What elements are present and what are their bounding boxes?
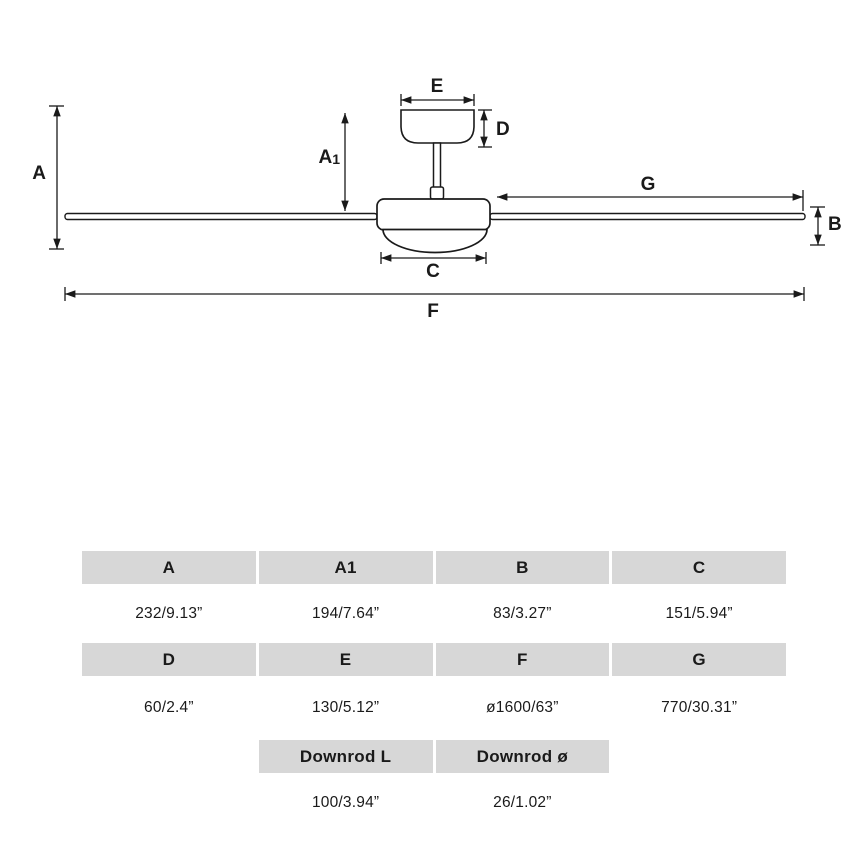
table-header-cell-c: C [612,551,786,584]
table-value-cell-e: 130/5.12” [258,676,433,740]
dimension-annotations [49,94,825,301]
table-value-cell-f: ø1600/63” [435,676,610,740]
table-value-cell-a1: 194/7.64” [258,584,433,643]
table-header-cell-a1: A1 [258,551,433,584]
fan-blade-left [64,212,378,221]
dim-label-A1: A1 [318,147,340,168]
dim-label-C: C [426,261,440,282]
ceiling-fan-drawing [64,109,806,254]
fan-motor-housing [376,198,491,231]
dim-label-E: E [431,76,444,97]
dim-label-G: G [641,174,656,195]
table-header-cell-a: A [82,551,256,584]
table-value-cell-a: 232/9.13” [82,584,256,643]
fan-blade-right [489,212,806,221]
table-header-cell-b: B [435,551,610,584]
table-header-cell-downrod-diameter: Downrod ø [435,740,610,773]
fan-canopy [400,109,475,144]
fan-downrod-collar [429,186,445,200]
table-value-cell-downrod-diameter: 26/1.02” [435,773,610,833]
table-value-cell-d: 60/2.4” [82,676,256,740]
table-header-cell-g: G [612,643,786,676]
table-value-cell-c: 151/5.94” [612,584,786,643]
fan-diagram-svg: E D A1 A G B C F [32,76,841,322]
table-header-cell-e: E [258,643,433,676]
table-value-cell-g: 770/30.31” [612,676,786,740]
table-header-cell-f: F [435,643,610,676]
dim-label-A: A [32,163,46,184]
fan-dimension-diagram: E D A1 A G B C F [0,0,868,330]
fan-light-dome [382,228,488,254]
table-value-cell-b: 83/3.27” [435,584,610,643]
spec-table: A A1 B C 232/9.13” 194/7.64” 83/3.27” 15… [82,551,786,833]
dimension-labels: E D A1 A G B C F [32,76,841,322]
dim-label-F: F [427,301,439,322]
dim-label-D: D [496,119,510,140]
table-value-cell-downrod-l: 100/3.94” [258,773,433,833]
table-header-cell-d: D [82,643,256,676]
dim-label-B: B [828,214,842,235]
table-header-cell-downrod-l: Downrod L [258,740,433,773]
